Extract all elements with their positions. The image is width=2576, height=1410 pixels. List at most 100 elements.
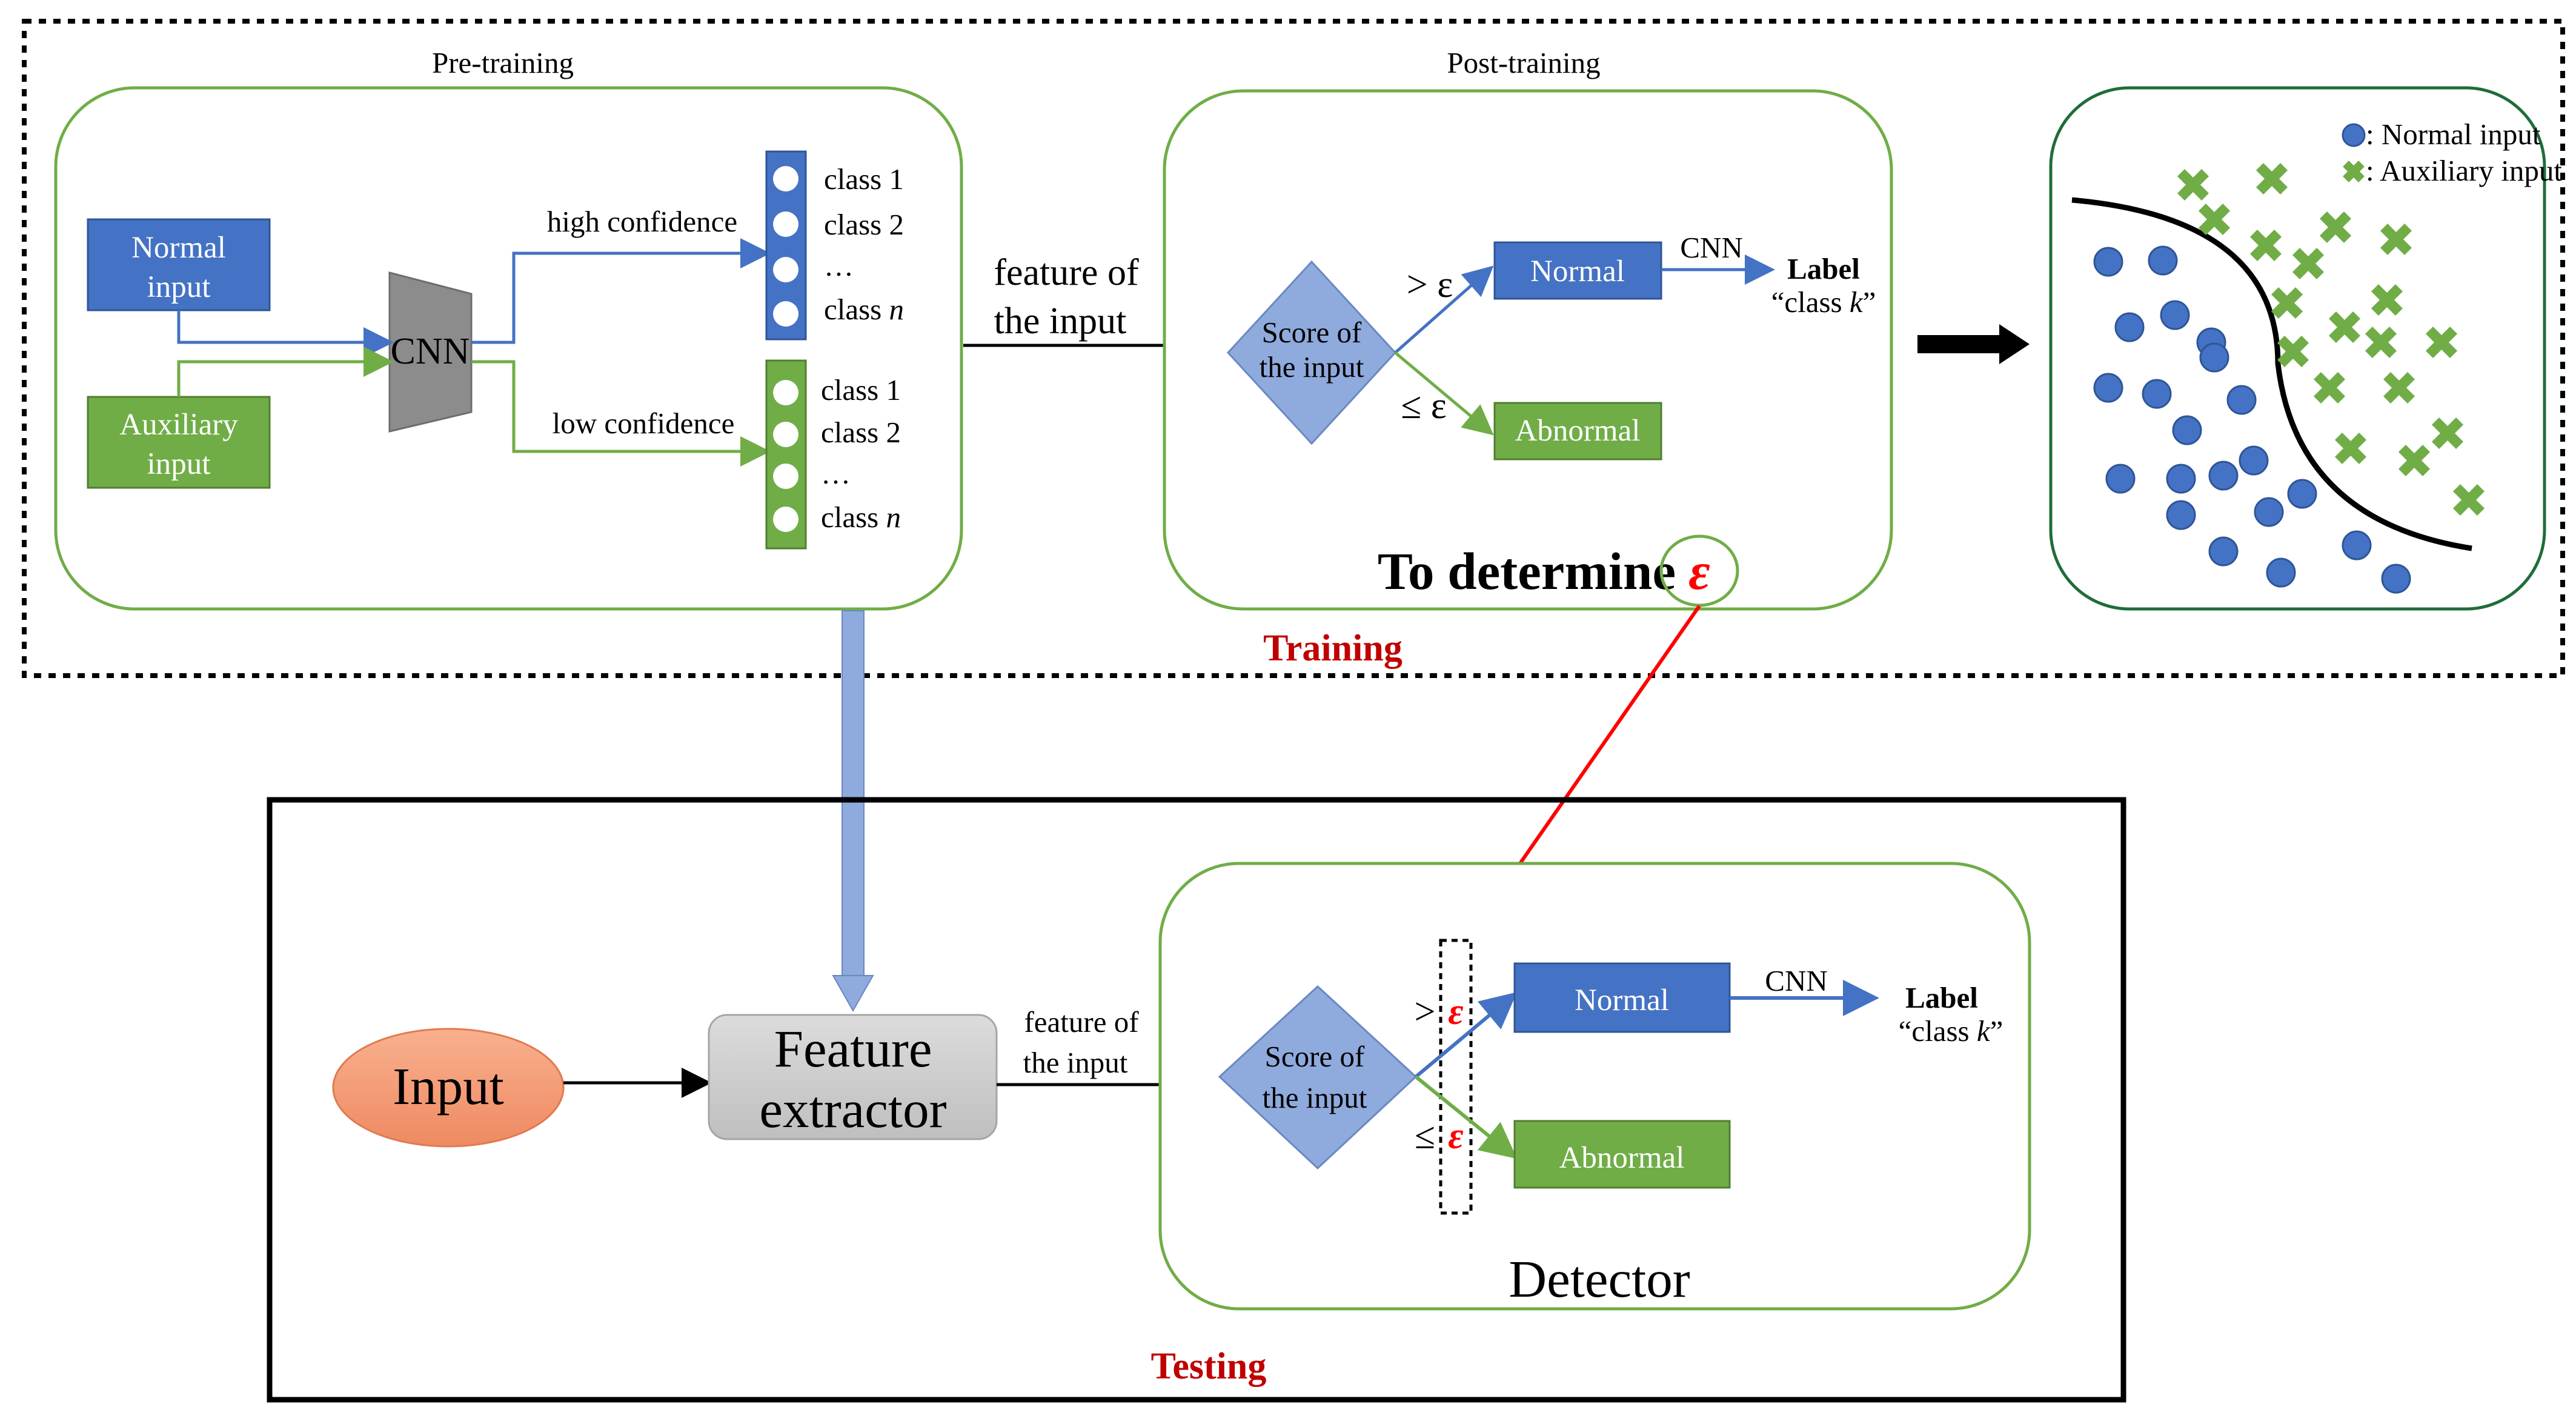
test-score-label-1: Score of — [1265, 1040, 1365, 1073]
normal-point — [2166, 464, 2196, 494]
legend-normal-text: : Normal input — [2366, 118, 2541, 151]
normal-point — [2093, 373, 2123, 403]
test-gt-epsilon: ε — [1448, 991, 1463, 1033]
auxiliary-point — [2292, 247, 2325, 280]
auxiliary-point — [2431, 417, 2464, 450]
normal-point — [2254, 497, 2284, 527]
test-score-label-2: the input — [1263, 1081, 1367, 1114]
legend-aux-text: : Auxiliary input — [2366, 154, 2562, 187]
low-confidence-label: low confidence — [553, 407, 735, 440]
test-gt-arrow — [1415, 992, 1518, 1079]
low-class-n: class n — [821, 500, 901, 534]
detector-title: Detector — [1509, 1249, 1690, 1308]
high-confidence-label: high confidence — [547, 205, 737, 238]
low-class-1: class 1 — [821, 373, 901, 407]
auxiliary-point — [2313, 371, 2346, 404]
train-le-arrow — [1394, 351, 1494, 436]
train-cnn-label: CNN — [1680, 231, 1742, 264]
extractor-feed-head — [832, 975, 874, 1013]
posttraining-panel — [1163, 89, 1893, 611]
normal-point — [2093, 247, 2123, 277]
high-class-dots: … — [824, 249, 854, 282]
test-gt-label: > — [1415, 991, 1436, 1033]
normal-input-box — [87, 218, 271, 311]
low-class-dots: … — [821, 457, 851, 490]
auxiliary-point — [2256, 162, 2288, 195]
normal-point — [2287, 479, 2317, 509]
test-normal-box — [1513, 962, 1731, 1033]
test-le-arrow — [1415, 1075, 1518, 1159]
auxiliary-point — [2328, 311, 2361, 344]
normal-point — [2381, 564, 2411, 594]
normal-point — [2342, 530, 2372, 560]
train-gt-label: > ε — [1407, 264, 1453, 305]
normal-point — [2266, 557, 2296, 588]
train-abnormal-label: Abnormal — [1515, 414, 1641, 448]
training-frame — [22, 19, 2565, 678]
normal-point — [2142, 379, 2172, 409]
pretraining-panel — [54, 86, 963, 611]
epsilon-circle — [1659, 534, 1739, 607]
input-label: Input — [393, 1057, 504, 1116]
low-class-2: class 2 — [821, 416, 901, 449]
output-node — [773, 422, 798, 447]
training-label: Training — [1263, 628, 1403, 669]
aux-to-cnn-arrow — [177, 347, 394, 397]
cnn-label: CNN — [391, 331, 470, 372]
normal-point — [2208, 536, 2239, 567]
auxiliary-point — [2425, 326, 2458, 359]
normal-point — [2208, 461, 2239, 491]
detector-panel — [1158, 862, 2031, 1311]
test-normal-label: Normal — [1575, 983, 1669, 1017]
feature-extractor-box — [708, 1014, 998, 1140]
input-ellipse — [332, 1028, 565, 1148]
to-determine-label: To determine — [1378, 542, 1676, 600]
pretraining-title: Pre-training — [432, 46, 574, 79]
auxiliary-point — [2334, 432, 2367, 465]
train-label-value: “class k” — [1771, 285, 1876, 319]
train-le-label: ≤ ε — [1401, 385, 1447, 427]
auxiliary-input-label-1: Auxiliary — [119, 408, 238, 442]
test-cnn-label: CNN — [1765, 964, 1827, 997]
normal-point — [2105, 464, 2136, 494]
output-node — [773, 166, 798, 191]
testing-frame — [267, 797, 2126, 1403]
legend-aux-marker — [2343, 161, 2365, 182]
normal-point — [2166, 500, 2196, 530]
epsilon-threshold-box — [1439, 939, 1473, 1215]
train-score-label-2: the input — [1260, 350, 1364, 384]
auxiliary-input-label-2: input — [147, 447, 211, 481]
output-node — [773, 464, 798, 489]
testing-label: Testing — [1151, 1346, 1267, 1387]
auxiliary-point — [2371, 284, 2403, 316]
auxiliary-point — [2277, 335, 2309, 368]
train-normal-label: Normal — [1530, 254, 1625, 288]
extractor-feed-shaft — [842, 610, 865, 978]
test-abnormal-label: Abnormal — [1559, 1141, 1685, 1175]
score-diamond — [1226, 260, 1397, 445]
posttraining-title: Post-training — [1447, 46, 1600, 79]
normal-point — [2114, 312, 2145, 342]
train-abnormal-box — [1493, 402, 1662, 461]
train-normal-box — [1493, 241, 1662, 300]
normal-input-label-2: input — [147, 270, 211, 304]
epsilon-symbol: ε — [1688, 542, 1710, 600]
high-class-1: class 1 — [824, 162, 904, 196]
output-node — [773, 211, 798, 237]
normal-point — [2160, 300, 2190, 330]
test-abnormal-box — [1513, 1120, 1731, 1189]
auxiliary-point — [2398, 444, 2431, 477]
normal-point — [2199, 342, 2229, 373]
auxiliary-point — [2249, 229, 2282, 262]
auxiliary-point — [2319, 211, 2352, 244]
output-node — [773, 380, 798, 405]
normal-point — [2239, 445, 2269, 476]
test-feature-label-2: the input — [1023, 1046, 1128, 1079]
high-confidence-arrow — [471, 238, 771, 344]
high-class-2: class 2 — [824, 208, 904, 241]
auxiliary-point — [2177, 168, 2209, 201]
low-confidence-arrow — [471, 360, 771, 467]
high-class-n: class n — [824, 293, 904, 326]
normal-to-cnn-arrow — [177, 310, 394, 357]
